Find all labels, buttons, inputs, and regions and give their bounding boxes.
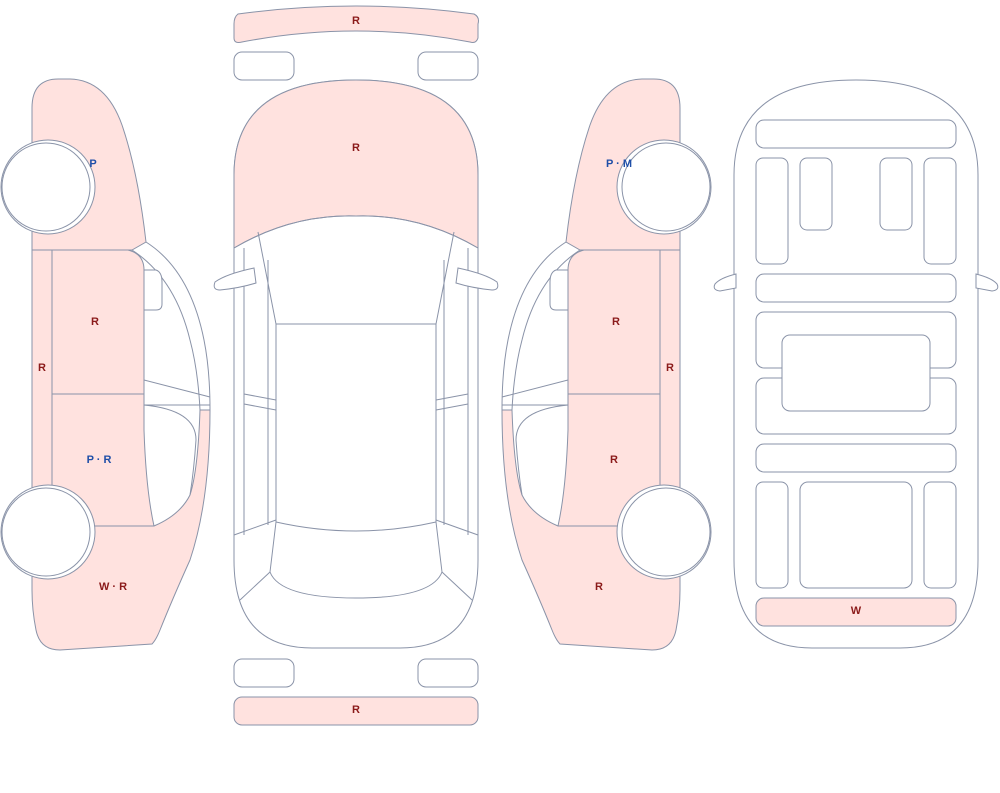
right-rear-quarter-label: R — [595, 581, 603, 593]
front-bumper-label: R — [352, 15, 360, 27]
left-rear-quarter-panel[interactable] — [31, 409, 211, 651]
right-front-wheel[interactable] — [621, 142, 711, 232]
right-rear-quarter-panel[interactable] — [501, 409, 681, 651]
rear-panel-label: W — [851, 605, 862, 617]
rear-bumper-panel[interactable] — [233, 696, 479, 726]
left-headlight-panel[interactable] — [233, 51, 295, 81]
left-rear-quarter-label: W · R — [99, 581, 127, 593]
interior-view: W — [713, 79, 999, 649]
left-trunk-side-panel[interactable] — [755, 481, 789, 589]
passenger-seat-panel[interactable] — [879, 157, 913, 231]
interior-left-mirror[interactable] — [713, 273, 737, 292]
left-side-mirror-panel[interactable] — [143, 269, 163, 311]
right-rear-door-label: R — [610, 454, 618, 466]
right-rocker-label: R — [666, 362, 674, 374]
left-rocker-label: R — [38, 362, 46, 374]
left-front-door-panel[interactable] — [51, 249, 145, 395]
front-bumper-panel[interactable] — [233, 5, 479, 43]
top-view: R R R — [213, 5, 499, 726]
right-a-pillar-panel[interactable] — [923, 157, 957, 265]
hood-label: R — [352, 142, 360, 154]
right-trunk-side-panel[interactable] — [923, 481, 957, 589]
left-a-pillar-panel[interactable] — [755, 157, 789, 265]
rear-floor-panel[interactable] — [755, 443, 957, 473]
left-side-view: P R R P · R W · R — [0, 78, 211, 651]
left-front-wheel[interactable] — [1, 142, 91, 232]
right-headlight-panel[interactable] — [417, 51, 479, 81]
front-floor-panel[interactable] — [755, 273, 957, 303]
right-front-door-label: R — [612, 316, 620, 328]
rear-bumper-label: R — [352, 704, 360, 716]
left-rear-wheel[interactable] — [1, 487, 91, 577]
right-taillight-panel[interactable] — [417, 658, 479, 688]
left-front-door-label: R — [91, 316, 99, 328]
driver-seat-panel[interactable] — [799, 157, 833, 231]
roof-lining-panel[interactable] — [781, 334, 931, 412]
rear-panel[interactable] — [755, 597, 957, 627]
right-side-view: P · M R R R R — [501, 78, 712, 651]
left-rear-door-label: P · R — [87, 454, 112, 466]
right-side-mirror-panel[interactable] — [549, 269, 569, 311]
trunk-floor-panel[interactable] — [799, 481, 913, 589]
left-taillight-panel[interactable] — [233, 658, 295, 688]
right-mirror-panel[interactable] — [455, 267, 499, 291]
roof-panel[interactable] — [275, 323, 437, 532]
interior-right-mirror[interactable] — [975, 273, 999, 292]
right-front-fender-label: P · M — [606, 158, 632, 170]
dashboard-panel[interactable] — [755, 119, 957, 149]
left-mirror-panel[interactable] — [213, 267, 257, 291]
right-front-door-panel[interactable] — [567, 249, 661, 395]
left-front-fender-label: P — [89, 158, 96, 170]
right-rear-wheel[interactable] — [621, 487, 711, 577]
